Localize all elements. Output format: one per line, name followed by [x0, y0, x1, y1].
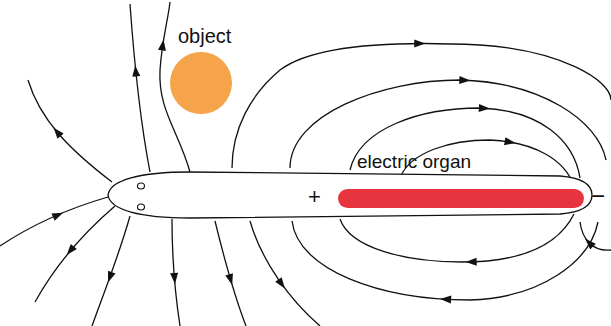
- arrowhead: [459, 76, 470, 84]
- fish-body: [108, 172, 592, 218]
- arrowhead: [104, 271, 115, 284]
- arrowhead: [50, 125, 63, 139]
- arrowhead: [582, 236, 595, 249]
- arrowhead: [170, 273, 179, 285]
- fish-eye: [138, 183, 145, 189]
- object-sphere: [170, 52, 232, 114]
- arrowhead: [479, 104, 490, 113]
- organ-label: electric organ: [357, 152, 471, 171]
- plus-sign: +: [308, 186, 321, 208]
- arrowhead: [131, 65, 140, 77]
- minus-sign: −: [591, 184, 605, 208]
- object-label: object: [178, 26, 231, 46]
- arrowhead: [414, 39, 425, 47]
- arrowhead: [51, 209, 64, 221]
- arrowhead: [504, 137, 516, 147]
- arrowhead: [225, 273, 236, 286]
- arrowhead: [466, 258, 477, 266]
- arrowhead: [64, 244, 77, 258]
- arrowhead: [275, 277, 288, 291]
- electric-organ: [338, 189, 584, 208]
- arrowheads: [50, 39, 595, 304]
- fish-eye: [138, 204, 145, 210]
- arrowhead: [440, 295, 451, 304]
- arrowhead: [158, 39, 168, 51]
